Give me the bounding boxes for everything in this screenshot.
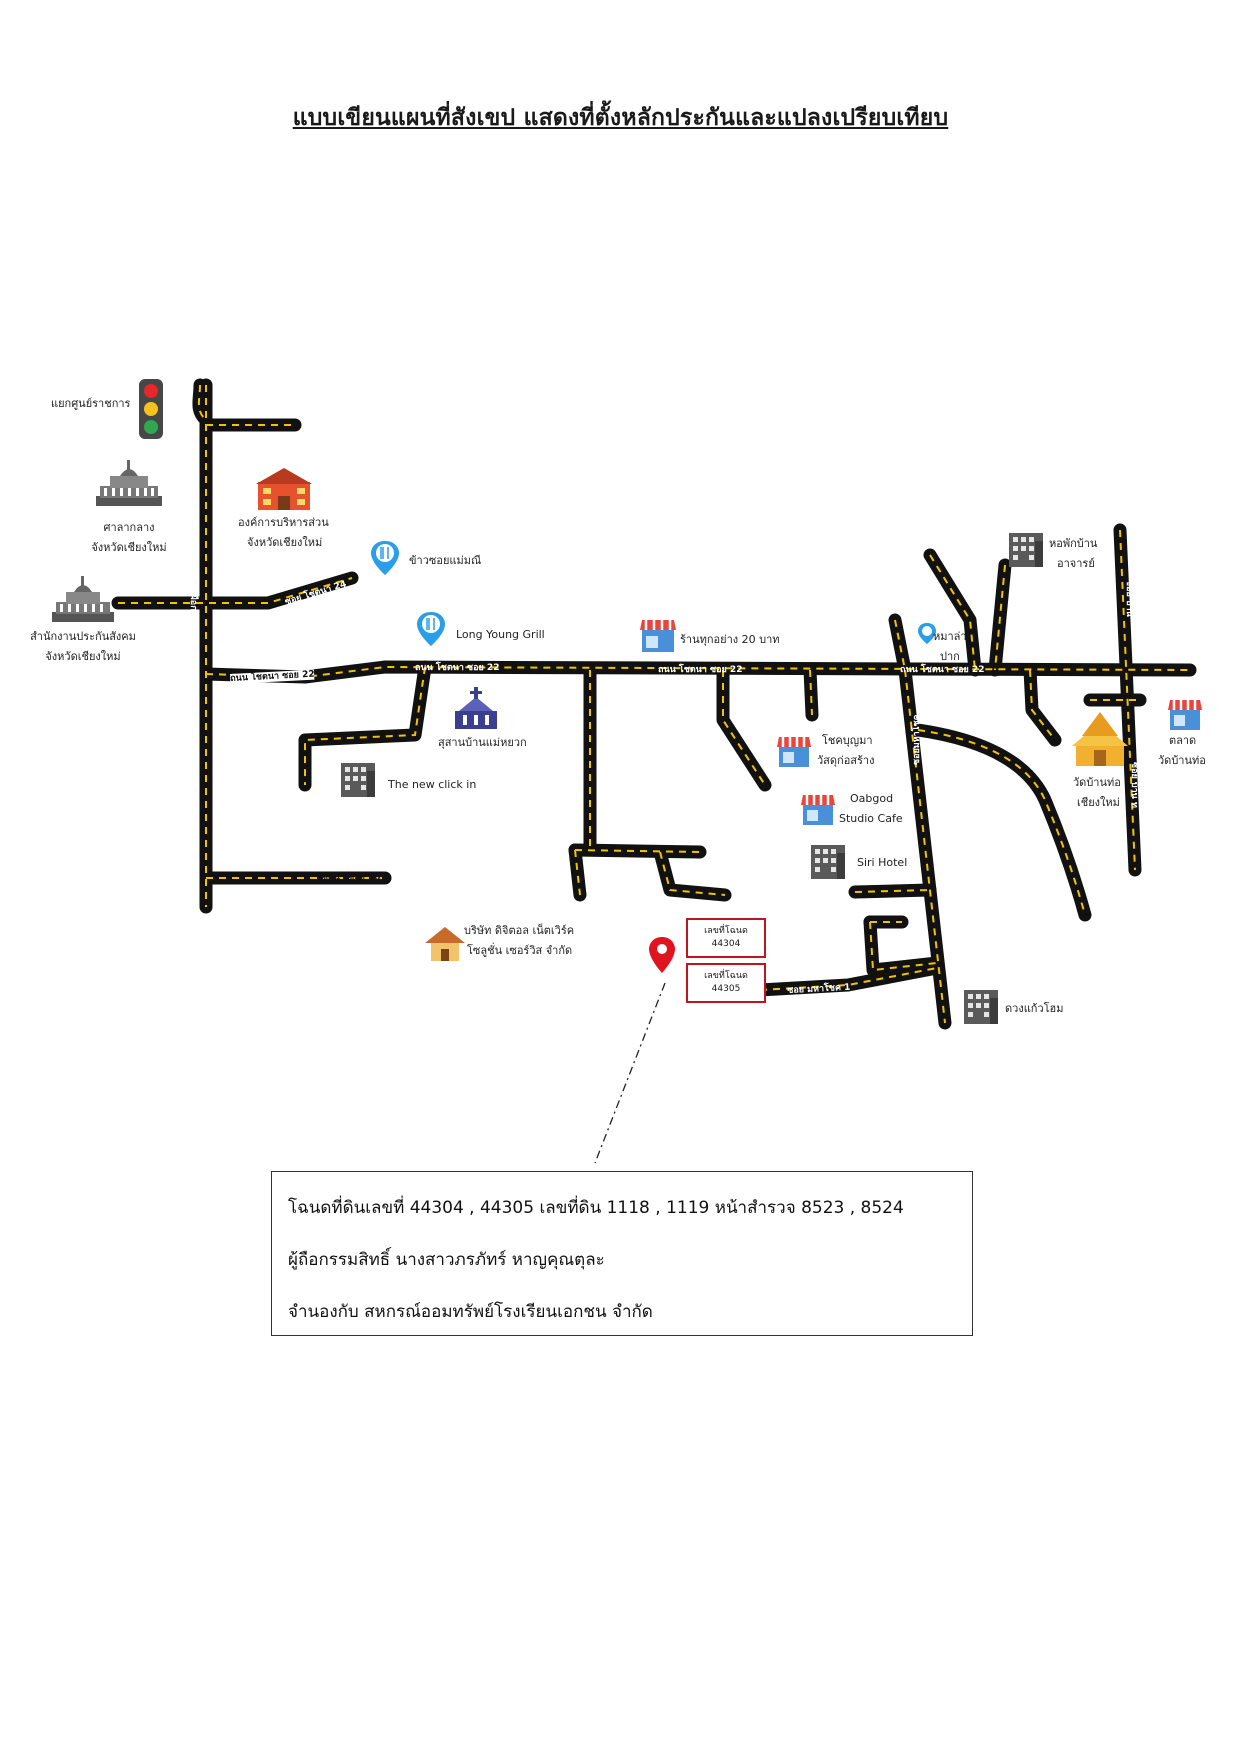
- page-title: แบบเขียนแผนที่สังเขป แสดงที่ตั้งหลักประก…: [292, 104, 949, 131]
- deed-number: 44305: [711, 984, 741, 994]
- label-court-line2: จังหวัดเชียงใหม่: [91, 541, 167, 554]
- road-label-main-vertical: ถนน ช้างเผือก: [188, 555, 198, 611]
- road-right-vertical-centerline: [1119, 529, 1136, 871]
- restaurant-pin-icon-2: [417, 612, 445, 646]
- road-temple-branch-centerline: [1029, 669, 1056, 741]
- road-curve-right-centerline: [917, 729, 1086, 916]
- road-low-branch3: [653, 845, 732, 902]
- hotel-building-icon-duangkaew: [964, 990, 998, 1024]
- label-hotel-click: The new click in: [388, 778, 477, 791]
- label-shop2-line2: วัสดุก่อสร้าง: [817, 754, 875, 767]
- deed-number: 44304: [711, 939, 741, 949]
- road-mahachok-left2: [863, 915, 944, 977]
- label-company-line1: บริษัท ดิจิตอล เน็ตเวิร์ค: [464, 924, 575, 937]
- road-mahachok-left1: [848, 883, 937, 899]
- label-restaurant2: Long Young Grill: [456, 628, 545, 641]
- info-mortgage-line: จำนองกับ สหกรณ์ออมทรัพย์โรงเรียนเอกชน จำ…: [288, 1302, 653, 1322]
- road-curve-hotel-centerline: [994, 564, 1006, 671]
- road-label-vertical-right-lower: ซอย บ้าน ท: [1129, 762, 1139, 808]
- restaurant-pin-icon-3: [918, 623, 936, 644]
- traffic-light-icon: [139, 379, 163, 439]
- hotel-building-icon-click: [341, 763, 375, 797]
- road-label-soi22-c: ถนน โชตนา ซอย 22: [658, 665, 743, 675]
- restaurant-pin-icon-1: [371, 541, 399, 575]
- deed-box-44305: เลขที่โฉนด 44305: [686, 963, 766, 1003]
- label-cafe-line1: Oabgod: [850, 792, 894, 805]
- label-duangkaew: ดวงแก้วโฮม: [1005, 1002, 1064, 1015]
- road-curve-right: [911, 723, 1092, 922]
- road-label-mahachok: ซอยมหาโชค: [912, 714, 922, 765]
- shop-icon-cafe: [801, 795, 835, 825]
- shop-icon-2: [777, 737, 811, 767]
- label-cafe-line2: Studio Cafe: [839, 812, 903, 825]
- cemetery-icon: [455, 687, 497, 729]
- road-soi-lower-centerline: [759, 967, 938, 991]
- label-social-line1: สำนักงานประกันสังคม: [30, 630, 136, 643]
- label-court-line1: ศาลากลาง: [103, 521, 155, 534]
- label-market-line1: ตลาด: [1169, 734, 1197, 747]
- info-deed-line: โฉนดที่ดินเลขที่ 44304 , 44305 เลขที่ดิน…: [288, 1198, 904, 1218]
- label-siri: Siri Hotel: [857, 856, 908, 869]
- road-label-soi22-d: ถนน โชตนา ซอย 22: [900, 665, 985, 675]
- shop-icon-1: [640, 620, 676, 652]
- road-shop-branch: [716, 663, 772, 792]
- shop-icon-market: [1168, 700, 1202, 730]
- deed-label: เลขที่โฉนด: [704, 926, 748, 936]
- road-label-main-vertical-lower: ถนน ช้างเผือก: [188, 755, 198, 811]
- road-low-branch2: [568, 843, 587, 902]
- deed-box-44304: เลขที่โฉนด 44304: [686, 918, 766, 958]
- info-owner-line: ผู้ถือกรรมสิทธิ์ นางสาวภรภัทร์ หาญคุณตุล…: [288, 1250, 605, 1270]
- road-label-soi22-b: ถนน โชตนา ซอย 22: [415, 663, 500, 673]
- label-restaurant1: ข้าวซอยแม่มณี: [409, 554, 482, 567]
- info-box: โฉนดที่ดินเลขที่ 44304 , 44305 เลขที่ดิน…: [271, 1171, 973, 1336]
- label-temple-line2: เชียงใหม่: [1077, 796, 1120, 809]
- road-temple-branch: [1023, 663, 1062, 747]
- label-restaurant3-line1: หมาล่า: [933, 630, 967, 643]
- road-label-vertical-right: ซอย บ้าน: [1124, 580, 1134, 617]
- temple-icon: [1072, 712, 1128, 766]
- label-market-line2: วัดบ้านท่อ: [1158, 754, 1206, 767]
- road-mahachok-left2-centerline: [869, 921, 938, 972]
- school-building-icon: [256, 468, 312, 510]
- road-low-branch3-centerline: [659, 851, 726, 896]
- pin-leader-line: [594, 982, 666, 1164]
- deed-label: เลขที่โฉนด: [704, 971, 748, 981]
- label-temple-line1: วัดบ้านท่อ: [1073, 776, 1121, 789]
- road-shop-branch2: [803, 663, 819, 722]
- label-org-line1: องค์การบริหารส่วน: [238, 516, 329, 529]
- road-shop-branch-centerline: [722, 670, 766, 786]
- road-low-branch-centerline: [574, 849, 701, 853]
- label-hotel-top-line2: อาจารย์: [1057, 557, 1095, 570]
- government-building-icon-social: [52, 576, 114, 622]
- label-company-line2: โซลูชั่น เซอร์วิส จำกัด: [467, 944, 573, 957]
- road-left-branch-centerline: [118, 577, 353, 604]
- label-social-line2: จังหวัดเชียงใหม่: [45, 650, 121, 663]
- road-top-hook-centerline: [197, 384, 207, 421]
- label-org-line2: จังหวัดเชียงใหม่: [247, 536, 323, 549]
- location-pin-icon: [649, 937, 675, 973]
- road-mahachok-top-centerline: [894, 619, 906, 671]
- road-curve-upper-centerline: [929, 554, 976, 671]
- label-restaurant3-line2: ปาก: [940, 650, 960, 663]
- label-shop1: ร้านทุกอย่าง 20 บาท: [680, 633, 780, 646]
- road-label-soi20: โชตนา ซอย 20: [317, 873, 381, 883]
- label-traffic-light: แยกศูนย์ราชการ: [51, 397, 131, 410]
- government-building-icon-court: [96, 460, 162, 506]
- label-hotel-top-line1: หอพักบ้าน: [1049, 537, 1098, 550]
- hotel-building-icon-siri: [811, 845, 845, 879]
- road-cemetery-branch-centerline: [304, 666, 426, 785]
- label-cemetery: สุสานบ้านแม่หยวก: [438, 736, 527, 749]
- hotel-building-icon-top: [1009, 533, 1043, 567]
- house-icon: [425, 927, 465, 961]
- label-shop2-line1: โชคบุญมา: [822, 734, 873, 747]
